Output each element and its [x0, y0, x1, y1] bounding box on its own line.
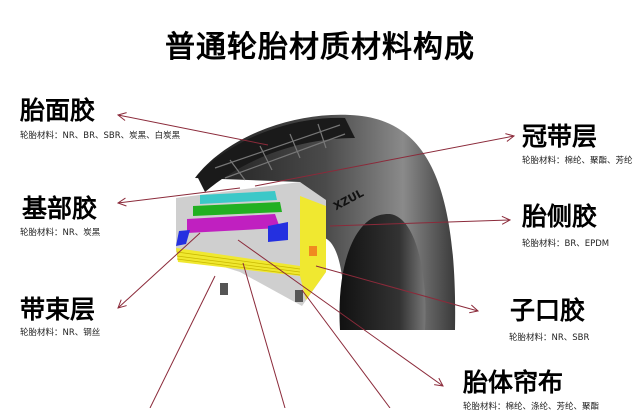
- arrow-bead: [315, 265, 478, 311]
- materials-cap-ply: 轮胎材料：棉纶、聚酯、芳纶: [522, 156, 633, 166]
- label-sidewall: 胎侧胶: [522, 202, 598, 231]
- label-tread: 胎面胶: [20, 96, 96, 125]
- bead-stub-left: [220, 283, 228, 295]
- bead-orange: [309, 246, 317, 256]
- belt-layer-magenta: [187, 214, 280, 233]
- label-carcass: 胎体帘布: [463, 368, 564, 397]
- label-base: 基部胶: [22, 194, 98, 223]
- arrow-base: [118, 187, 241, 203]
- leader-lines: [118, 115, 514, 408]
- base-layer-green: [193, 202, 282, 216]
- label-belt: 带束层: [20, 295, 96, 324]
- materials-tread: 轮胎材料：NR、BR、SBR、炭黑、白炭黑: [20, 131, 181, 141]
- materials-sidewall: 轮胎材料：BR、EPDM: [522, 239, 610, 249]
- arrow-sidewall: [329, 220, 510, 227]
- arrow-carcass: [237, 239, 443, 386]
- tread-pattern: [197, 117, 355, 192]
- materials-carcass: 轮胎材料：棉纶、涤纶、芳纶、聚酯: [463, 402, 600, 412]
- materials-base: 轮胎材料：NR、炭黑: [20, 228, 101, 238]
- arrow-belt: [118, 232, 201, 308]
- label-bead: 子口胶: [510, 296, 586, 325]
- materials-bead: 轮胎材料：NR、SBR: [509, 333, 590, 343]
- label-cap-ply: 冠带层: [522, 122, 598, 151]
- cap-ply-layer-cyan: [200, 191, 277, 204]
- arrow-tread: [118, 115, 269, 146]
- blue-layer-left: [176, 230, 190, 246]
- carcass-yellow-bands: [176, 248, 300, 276]
- page-title: 普通轮胎材质材料构成: [165, 30, 475, 65]
- rim-hole: [339, 213, 426, 330]
- bead-stub-right: [295, 290, 303, 302]
- materials-belt: 轮胎材料：NR、钢丝: [20, 328, 101, 338]
- arrow-cap-ply: [254, 136, 514, 187]
- blue-layer-right: [268, 222, 288, 242]
